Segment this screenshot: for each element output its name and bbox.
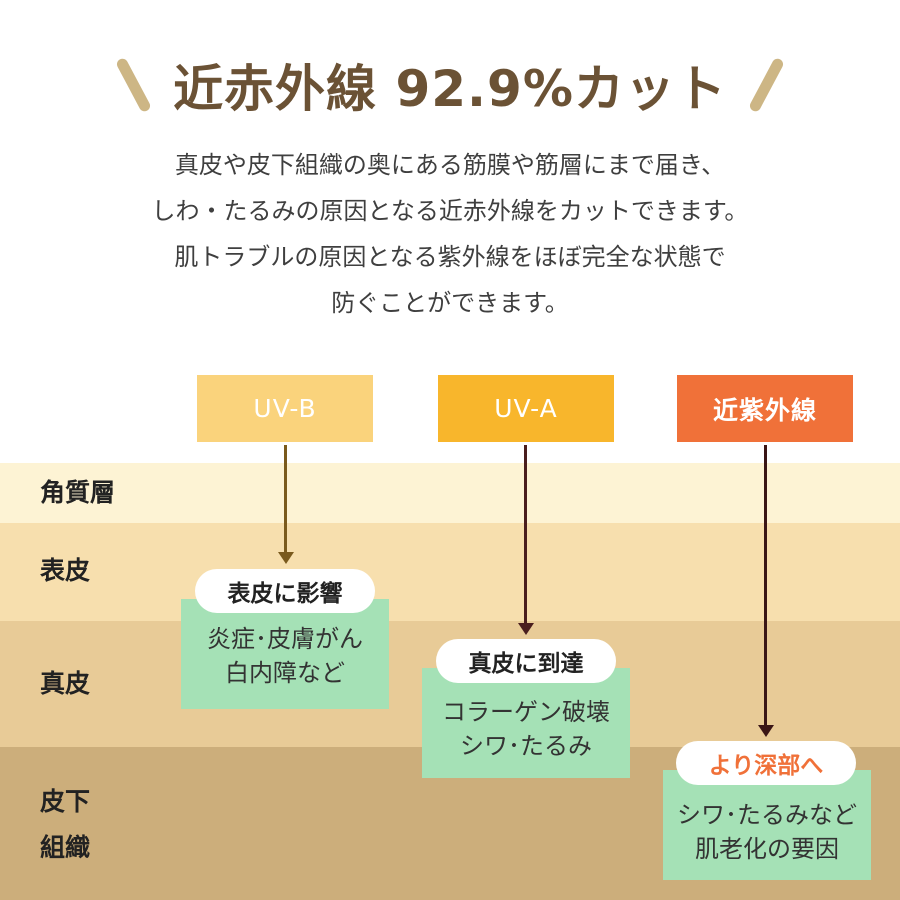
effect-text-line: シワ･たるみなど [677,801,857,829]
description: 真皮や皮下組織の奥にある筋膜や筋層にまで届き、 しわ・たるみの原因となる近赤外線… [0,142,900,326]
effect-pill-nir: より深部へ [676,741,856,785]
ray-box-uvb: UV-B [197,375,373,442]
effect-pill-label: 真皮に到達 [468,651,584,677]
effect-text-line: 炎症･皮膚がん [207,625,363,653]
page-title: 近赤外線 92.9%カット [173,60,727,118]
band-epidermis [0,523,900,621]
effect-box-uva: コラーゲン破壊 シワ･たるみ [422,668,630,778]
effect-pill-label: 表皮に影響 [227,581,343,607]
layer-label-subcutaneous-1: 皮下 [40,787,91,816]
band-stratum-corneum [0,463,900,523]
effect-pill-uva: 真皮に到達 [436,639,616,683]
arrow-uvb-head [278,552,294,564]
layer-label-subcutaneous-2: 組織 [40,833,91,862]
ray-box-nir: 近紫外線 [677,375,853,442]
decorative-slash-left [115,56,153,114]
ray-label-nir: 近紫外線 [712,395,817,425]
layer-label-epidermis: 表皮 [40,556,91,585]
arrow-uvb-line [284,445,287,553]
effect-pill-label: より深部へ [708,753,824,779]
arrow-nir-line [764,445,767,727]
effect-text-line: コラーゲン破壊 [442,698,610,726]
description-line: しわ・たるみの原因となる近赤外線をカットできます。 [151,197,749,225]
effect-text-line: 白内障など [225,659,345,687]
layer-label-stratum-corneum: 角質層 [40,478,116,507]
effect-box-nir: シワ･たるみなど 肌老化の要因 [663,770,871,880]
effect-box-uvb: 炎症･皮膚がん 白内障など [181,599,389,709]
layer-label-dermis: 真皮 [40,669,91,698]
effect-text-line: 肌老化の要因 [695,835,839,863]
arrow-nir-head [758,725,774,737]
description-line: 防ぐことができます。 [331,289,569,317]
ray-label-uva: UV-A [494,394,558,423]
description-line: 肌トラブルの原因となる紫外線をほぼ完全な状態で [174,243,726,271]
title-row: 近赤外線 92.9%カット [0,50,900,120]
ray-label-uvb: UV-B [253,394,317,423]
ray-box-uva: UV-A [438,375,614,442]
effect-text-line: シワ･たるみ [460,732,592,760]
arrow-uva-line [524,445,527,625]
effect-pill-uvb: 表皮に影響 [195,569,375,613]
description-line: 真皮や皮下組織の奥にある筋膜や筋層にまで届き、 [174,151,726,179]
arrow-uva-head [518,623,534,635]
decorative-slash-right [747,56,785,114]
